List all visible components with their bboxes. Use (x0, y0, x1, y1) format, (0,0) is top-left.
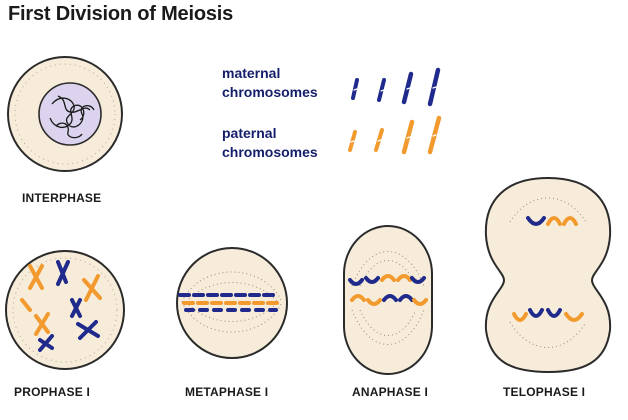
legend-maternal-line2: chromosomes (222, 84, 318, 100)
legend-paternal-line2: chromosomes (222, 144, 318, 160)
legend-paternal: paternal chromosomes (222, 124, 318, 162)
orange-chromosome-icon (348, 115, 442, 155)
label-prophase: PROPHASE I (14, 385, 91, 399)
telophase-cell (484, 176, 612, 374)
legend-maternal: maternal chromosomes (222, 64, 318, 102)
blue-chromosome-icon (351, 67, 441, 107)
prophase-cell (5, 250, 125, 370)
label-anaphase: ANAPHASE I (352, 385, 429, 399)
metaphase-cell (176, 247, 288, 359)
interphase-cell (7, 56, 123, 172)
legend-paternal-line1: paternal (222, 125, 277, 141)
label-metaphase: METAPHASE I (185, 385, 269, 399)
label-telophase: TELOPHASE I (503, 385, 586, 399)
legend-maternal-line1: maternal (222, 65, 281, 81)
label-interphase: INTERPHASE (22, 191, 102, 205)
anaphase-cell (343, 225, 433, 375)
chromatin (49, 95, 95, 139)
page-title: First Division of Meiosis (8, 3, 234, 25)
